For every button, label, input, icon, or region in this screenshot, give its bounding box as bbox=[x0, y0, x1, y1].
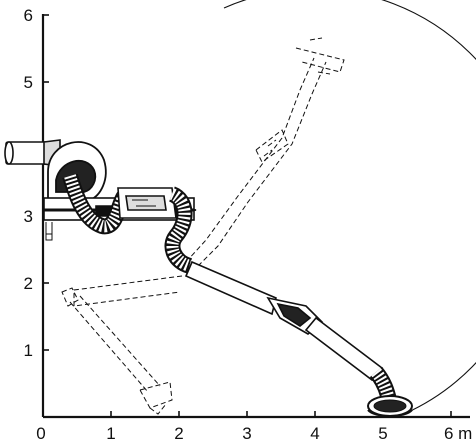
y-tick-label: 6 bbox=[24, 6, 33, 25]
y-tick-label: 5 bbox=[24, 73, 33, 92]
y-tick-label: 1 bbox=[24, 341, 33, 360]
x-tick-label: 4 bbox=[310, 424, 319, 443]
y-tick-label: 3 bbox=[24, 207, 33, 226]
x-tick-label: 1 bbox=[106, 424, 115, 443]
x-tick-label: 5 bbox=[378, 424, 387, 443]
inlet-duct bbox=[4, 139, 61, 167]
x-tick-label: 6 m bbox=[444, 424, 472, 443]
arm-position-raised bbox=[185, 37, 345, 267]
extraction-hood bbox=[367, 366, 413, 417]
x-tick-label: 0 bbox=[36, 424, 45, 443]
flex-hose-elbow bbox=[164, 186, 193, 274]
arm-segment-lower bbox=[184, 260, 384, 382]
arm-position-folded-down bbox=[61, 275, 183, 415]
y-tick-label: 2 bbox=[24, 274, 33, 293]
x-axis-ticks bbox=[42, 411, 452, 417]
x-tick-label: 3 bbox=[242, 424, 251, 443]
x-tick-label: 2 bbox=[174, 424, 183, 443]
